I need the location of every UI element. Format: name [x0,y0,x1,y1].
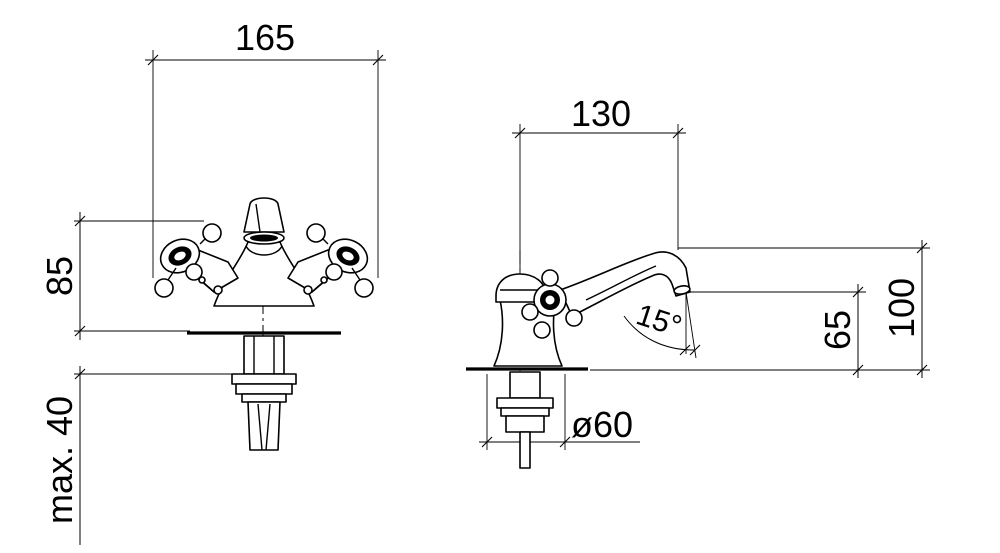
spout-angle-dimension: 15° [623,291,701,359]
deck-thickness-dimension: max. 40 [39,366,232,545]
deck-thickness-label: max. 40 [39,396,80,524]
front-left-handle [154,223,222,298]
side-spout [559,251,691,317]
side-handle [521,269,583,339]
front-mounting-stem [231,335,297,451]
spout-height-dimension: 65 [686,284,866,378]
height-dimension: 85 [39,212,204,340]
total-height-dimension: 100 [590,240,930,378]
side-mounting-stem [496,371,554,469]
hole-diameter-dimension: ø60 [479,374,640,450]
width-dimension: 165 [145,17,386,278]
total-height-label: 100 [881,278,922,338]
depth-dimension: 130 [512,93,686,282]
spout-height-label: 65 [817,310,858,350]
side-view: 130 100 65 15° [466,93,930,469]
front-view: 165 85 max. 40 [39,17,386,545]
width-dimension-label: 165 [235,17,295,58]
front-mixer-body [185,197,341,307]
front-right-handle [306,223,374,298]
depth-dimension-label: 130 [571,93,631,134]
height-dimension-label: 85 [39,256,80,296]
hole-diameter-label: ø60 [571,404,633,445]
spout-angle-label: 15° [632,298,685,343]
